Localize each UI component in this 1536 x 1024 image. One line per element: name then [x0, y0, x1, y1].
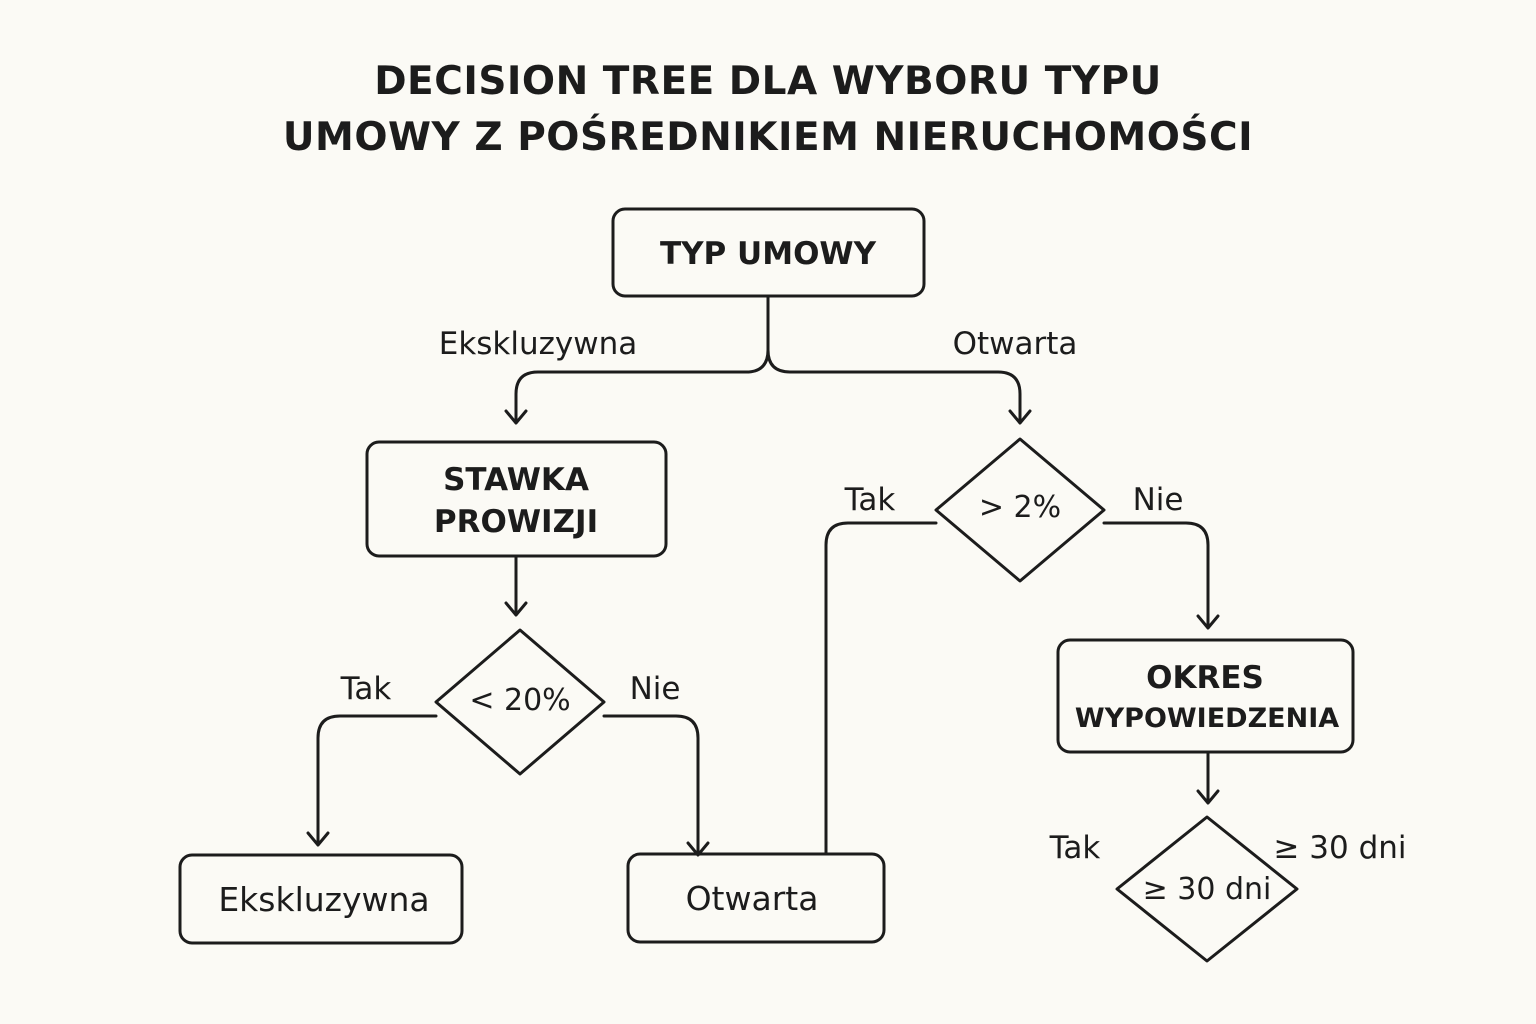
diagram-title-line1: DECISION TREE DLA WYBORU TYPU: [374, 59, 1162, 104]
node-okres-wypowiedzenia-box: [1056, 638, 1355, 754]
edge-gt2-nie: [1102, 521, 1210, 627]
edge-label-lt20-tak: Tak: [340, 671, 392, 707]
edge-label-ge30-tak: Tak: [1049, 830, 1101, 866]
node-stawka-prowizji-label-line1: STAWKA: [443, 462, 589, 498]
edge-lt20-nie: [602, 714, 700, 854]
node-okres-wypowiedzenia: OKRES WYPOWIEDZENIA: [1056, 638, 1355, 754]
node-okres-label-line1: OKRES: [1146, 660, 1264, 696]
node-otwarta-leaf-box: [626, 852, 886, 944]
node-typ-umowy-box: [611, 207, 926, 298]
arrowhead-to-gt2: [1008, 409, 1032, 425]
node-ge30-diamond: [1115, 815, 1299, 963]
node-stawka-prowizji-box: [365, 440, 668, 558]
node-ekskluzywna-leaf: Ekskluzywna: [178, 853, 464, 945]
diagram-title-line2: UMOWY Z POŚREDNIKIEM NIERUCHOMOŚCI: [282, 115, 1254, 160]
edge-label-gt2-tak: Tak: [844, 482, 896, 518]
edge-label-gt2-nie: Nie: [1133, 482, 1184, 518]
node-lt20-label: < 20%: [469, 683, 570, 718]
arrowhead-to-ge30: [1196, 789, 1220, 805]
arrowhead-to-lt20: [504, 601, 528, 617]
node-otwarta-leaf-label: Otwarta: [686, 879, 819, 918]
node-typ-umowy: TYP UMOWY: [611, 207, 926, 298]
arrowhead-to-ekskluzywna-leaf: [306, 831, 330, 847]
node-otwarta-leaf: Otwarta: [626, 852, 886, 944]
node-typ-umowy-label: TYP UMOWY: [660, 236, 877, 272]
arrowhead-to-okres: [1196, 614, 1220, 630]
node-stawka-prowizji-label-line2: PROWIZJI: [434, 504, 598, 540]
node-gt2-label: > 2%: [979, 490, 1061, 525]
node-ge30-label: ≥ 30 dni: [1143, 872, 1272, 907]
edge-label-otwarta: Otwarta: [953, 326, 1078, 362]
arrowhead-to-stawka: [504, 409, 528, 425]
node-ge30-decision: ≥ 30 dni: [1115, 815, 1299, 963]
node-ekskluzywna-leaf-box: [178, 853, 464, 945]
node-lt20-decision: < 20%: [434, 628, 606, 776]
edge-label-ekskluzywna: Ekskluzywna: [439, 326, 638, 362]
node-ekskluzywna-leaf-label: Ekskluzywna: [218, 880, 429, 919]
node-gt2-diamond: [934, 437, 1106, 583]
edge-label-ge30-right: ≥ 30 dni: [1273, 830, 1406, 866]
node-stawka-prowizji: STAWKA PROWIZJI: [365, 440, 668, 558]
edge-label-lt20-nie: Nie: [630, 671, 681, 707]
node-lt20-diamond: [434, 628, 606, 776]
node-gt2-decision: > 2%: [934, 437, 1106, 583]
node-okres-label-line2: WYPOWIEDZENIA: [1075, 703, 1339, 734]
edge-lt20-tak: [316, 714, 438, 844]
edge-root-right: [766, 348, 1022, 422]
edge-gt2-tak: [824, 521, 938, 855]
edge-root-stem: [514, 295, 770, 422]
